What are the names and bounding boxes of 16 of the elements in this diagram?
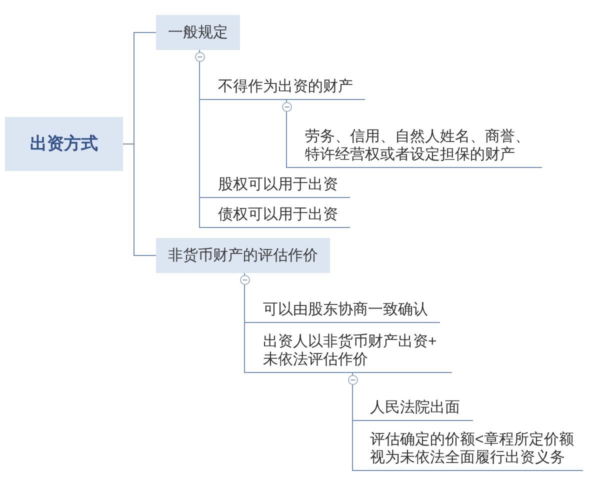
topic-text: 一般规定 (168, 24, 228, 42)
topic-text: 非货币财产的评估作价 (168, 246, 318, 264)
topic-text: 债权可以用于出资 (218, 206, 338, 224)
connector-line (286, 100, 287, 168)
connector-line (122, 144, 156, 256)
topic-text: 劳务、信用、自然人姓名、商誉、特许经营权或者设定担保的财产 (305, 128, 531, 164)
central-topic (5, 117, 123, 171)
main-topic (156, 15, 240, 50)
topic-text: 评估确定的价额<章程所定价额视为未依法全面履行出资义务 (370, 431, 575, 467)
topic-text: 股权可以用于出资 (218, 176, 338, 194)
main-topic (156, 238, 330, 273)
topic-text: 出资方式 (30, 135, 98, 153)
topic-text: 人民法院出面 (370, 399, 460, 417)
topic-text: 可以由股东协商一致确认 (263, 301, 428, 319)
topic-text: 不得作为出资的财产 (218, 78, 353, 96)
topic-text: 出资人以非货币财产出资+未依法评估作价 (263, 333, 438, 369)
